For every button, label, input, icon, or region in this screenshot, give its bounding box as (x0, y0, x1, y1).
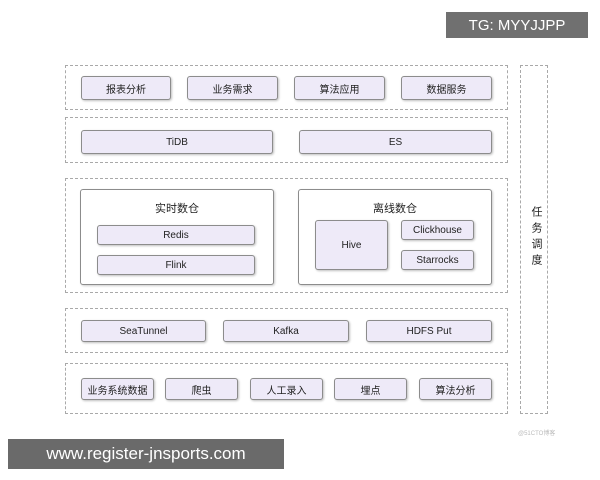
realtime-warehouse-title: 实时数仓 (155, 203, 199, 215)
application-layer: 报表分析 业务需求 算法应用 数据服务 (65, 65, 508, 110)
app-box-report-analysis: 报表分析 (81, 76, 171, 100)
flink-box: Flink (97, 255, 255, 275)
ingest-layer: SeaTunnel Kafka HDFS Put (65, 308, 508, 353)
source-tracking-points: 埋点 (334, 378, 407, 400)
clickhouse-box: Clickhouse (401, 220, 474, 240)
hdfs-put-box: HDFS Put (366, 320, 492, 342)
source-manual-entry: 人工录入 (250, 378, 323, 400)
source-business-system-data: 业务系统数据 (81, 378, 154, 400)
source-layer: 业务系统数据 爬虫 人工录入 埋点 算法分析 (65, 363, 508, 414)
app-box-business-requirements: 业务需求 (187, 76, 278, 100)
offline-warehouse-title: 离线数仓 (373, 203, 417, 215)
warehouse-layer: 实时数仓 Redis Flink 离线数仓 Hive Clickhouse St… (65, 178, 508, 293)
query-layer: TiDB ES (65, 117, 508, 163)
offline-warehouse-panel: 离线数仓 Hive Clickhouse Starrocks (298, 189, 492, 285)
starrocks-box: Starrocks (401, 250, 474, 270)
source-algorithm-analysis: 算法分析 (419, 378, 492, 400)
kafka-box: Kafka (223, 320, 349, 342)
app-box-algorithm-application: 算法应用 (294, 76, 385, 100)
scheduler-label: 任务调度 (530, 206, 542, 270)
hive-box: Hive (315, 220, 388, 270)
url-banner: www.register-jnsports.com (8, 439, 284, 469)
es-box: ES (299, 130, 492, 154)
source-crawler: 爬虫 (165, 378, 238, 400)
realtime-warehouse-panel: 实时数仓 Redis Flink (80, 189, 274, 285)
scheduler-column: 任务调度 (520, 65, 548, 414)
app-box-data-services: 数据服务 (401, 76, 492, 100)
redis-box: Redis (97, 225, 255, 245)
tidb-box: TiDB (81, 130, 273, 154)
watermark-text: @51CTO博客 (518, 431, 556, 437)
seatunnel-box: SeaTunnel (81, 320, 206, 342)
tg-banner: TG: MYYJJPP (446, 12, 588, 38)
